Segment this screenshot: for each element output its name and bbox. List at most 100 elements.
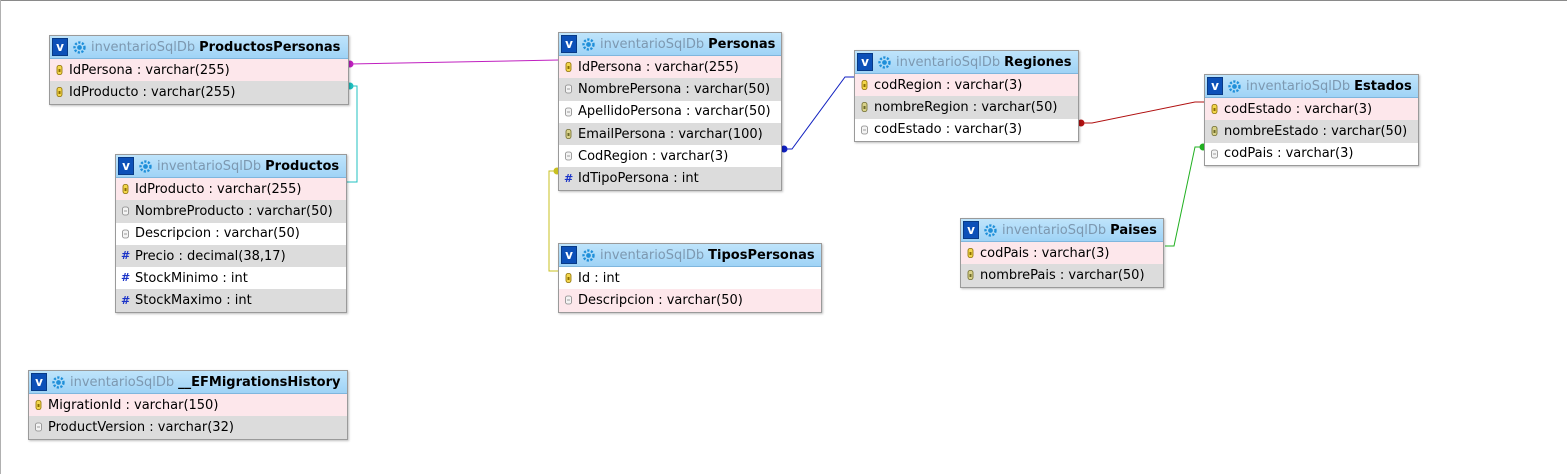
column-row[interactable]: NombrePersona : varchar(50) <box>559 78 781 101</box>
column-row[interactable]: codPais : varchar(3) <box>1205 142 1418 165</box>
table-regiones[interactable]: v inventarioSqlDb Regiones codRegion : v… <box>854 50 1079 142</box>
table-efmigrationshistory[interactable]: v inventarioSqlDb __EFMigrationsHistory … <box>28 370 348 440</box>
database-name: inventarioSqlDb <box>896 54 1001 70</box>
gear-icon[interactable] <box>582 248 595 262</box>
table-header[interactable]: v inventarioSqlDb TiposPersonas <box>559 244 821 267</box>
column-row[interactable]: ApellidoPersona : varchar(50) <box>559 100 781 123</box>
column-label: codRegion : varchar(3) <box>874 77 1023 93</box>
column-icon <box>35 423 42 432</box>
table-header[interactable]: v inventarioSqlDb Personas <box>559 33 781 56</box>
table-header[interactable]: v inventarioSqlDb Regiones <box>855 51 1078 74</box>
collapse-toggle-icon[interactable]: v <box>963 221 979 239</box>
column-row[interactable]: codPais : varchar(3) <box>961 242 1163 265</box>
numeric-icon: # <box>121 271 131 285</box>
table-tipospersonas[interactable]: v inventarioSqlDb TiposPersonas Id : int… <box>558 243 822 313</box>
table-name: TiposPersonas <box>708 247 815 263</box>
table-header[interactable]: v inventarioSqlDb ProductosPersonas <box>50 36 348 59</box>
column-icon <box>565 85 572 94</box>
column-row[interactable]: nombreRegion : varchar(50) <box>855 96 1078 119</box>
column-row[interactable]: IdProducto : varchar(255) <box>50 81 348 104</box>
table-header[interactable]: v inventarioSqlDb __EFMigrationsHistory <box>29 371 347 394</box>
key-icon <box>35 400 42 411</box>
table-name: ProductosPersonas <box>199 39 341 55</box>
column-row[interactable]: IdPersona : varchar(255) <box>559 56 781 79</box>
relation-end-regiones-estados <box>1077 119 1085 127</box>
collapse-toggle-icon[interactable]: v <box>31 373 47 391</box>
table-name: Estados <box>1354 78 1412 94</box>
column-row[interactable]: Descripcion : varchar(50) <box>116 222 346 245</box>
table-estados[interactable]: v inventarioSqlDb Estados codEstado : va… <box>1204 74 1419 166</box>
column-label: CodRegion : varchar(3) <box>578 148 729 164</box>
table-productospersonas[interactable]: v inventarioSqlDb ProductosPersonas IdPe… <box>49 35 349 105</box>
column-row[interactable]: IdProducto : varchar(255) <box>116 178 346 201</box>
column-row[interactable]: Descripcion : varchar(50) <box>559 289 821 312</box>
gear-icon[interactable] <box>1228 79 1241 93</box>
column-row[interactable]: codRegion : varchar(3) <box>855 74 1078 97</box>
key-icon <box>56 87 63 98</box>
relation-line-estados-paises[interactable] <box>1165 146 1203 247</box>
gear-icon[interactable] <box>52 375 65 389</box>
relation-line-personas-tipospersonas[interactable] <box>548 170 559 272</box>
gear-icon[interactable] <box>73 40 86 54</box>
key-icon <box>861 80 868 91</box>
gear-icon[interactable] <box>582 37 595 51</box>
column-row[interactable]: ProductVersion : varchar(32) <box>29 416 347 439</box>
table-personas[interactable]: v inventarioSqlDb Personas IdPersona : v… <box>558 32 782 191</box>
column-label: IdPersona : varchar(255) <box>69 62 230 78</box>
column-label: Descripcion : varchar(50) <box>578 292 743 308</box>
canvas-top-border <box>0 0 1567 1</box>
column-row[interactable]: codEstado : varchar(3) <box>1205 98 1418 121</box>
database-name: inventarioSqlDb <box>91 39 196 55</box>
collapse-toggle-icon[interactable]: v <box>857 53 873 71</box>
column-row[interactable]: # StockMaximo : int <box>116 289 346 312</box>
table-productos[interactable]: v inventarioSqlDb Productos IdProducto :… <box>115 154 347 313</box>
column-row[interactable]: MigrationId : varchar(150) <box>29 394 347 417</box>
database-name: inventarioSqlDb <box>157 158 262 174</box>
gear-icon[interactable] <box>139 159 152 173</box>
key-icon <box>122 184 129 195</box>
column-row[interactable]: NombreProducto : varchar(50) <box>116 200 346 223</box>
unique-key-icon <box>861 102 868 113</box>
column-icon <box>565 296 572 305</box>
table-name: Regiones <box>1004 54 1072 70</box>
column-icon <box>565 151 572 161</box>
key-icon <box>1211 104 1218 115</box>
key-icon <box>967 248 974 259</box>
collapse-toggle-icon[interactable]: v <box>561 35 577 53</box>
collapse-toggle-icon[interactable]: v <box>52 38 68 56</box>
collapse-toggle-icon[interactable]: v <box>1207 77 1223 95</box>
column-row[interactable]: Id : int <box>559 267 821 290</box>
column-row[interactable]: EmailPersona : varchar(100) <box>559 122 781 146</box>
column-label: IdTipoPersona : int <box>578 171 699 187</box>
numeric-icon: # <box>121 249 131 263</box>
table-name: Paises <box>1110 222 1157 238</box>
column-label: Precio : decimal(38,17) <box>135 248 286 264</box>
table-paises[interactable]: v inventarioSqlDb Paises codPais : varch… <box>960 218 1164 288</box>
relation-line-personas-regiones[interactable] <box>784 76 855 150</box>
column-row[interactable]: nombreEstado : varchar(50) <box>1205 120 1418 143</box>
column-row[interactable]: # IdTipoPersona : int <box>559 167 781 190</box>
unique-key-icon <box>1211 126 1218 137</box>
gear-icon[interactable] <box>984 223 997 237</box>
collapse-toggle-icon[interactable]: v <box>118 157 134 175</box>
column-row[interactable]: # Precio : decimal(38,17) <box>116 244 346 268</box>
column-row[interactable]: IdPersona : varchar(255) <box>50 59 348 82</box>
relation-line-regiones-estados[interactable] <box>1081 101 1205 124</box>
column-row[interactable]: nombrePais : varchar(50) <box>961 264 1163 287</box>
table-header[interactable]: v inventarioSqlDb Paises <box>961 219 1163 242</box>
database-name: inventarioSqlDb <box>1002 222 1107 238</box>
column-row[interactable]: CodRegion : varchar(3) <box>559 145 781 168</box>
table-header[interactable]: v inventarioSqlDb Productos <box>116 155 346 178</box>
column-label: StockMaximo : int <box>135 293 252 309</box>
unique-key-icon <box>967 270 974 281</box>
column-row[interactable]: # StockMinimo : int <box>116 267 346 290</box>
table-header[interactable]: v inventarioSqlDb Estados <box>1205 75 1418 98</box>
column-label: codPais : varchar(3) <box>980 245 1110 261</box>
gear-icon[interactable] <box>878 55 891 69</box>
key-icon <box>565 273 572 284</box>
collapse-toggle-icon[interactable]: v <box>561 246 577 264</box>
relation-line-productospersonas-personas[interactable] <box>349 59 560 65</box>
column-row[interactable]: codEstado : varchar(3) <box>855 118 1078 141</box>
